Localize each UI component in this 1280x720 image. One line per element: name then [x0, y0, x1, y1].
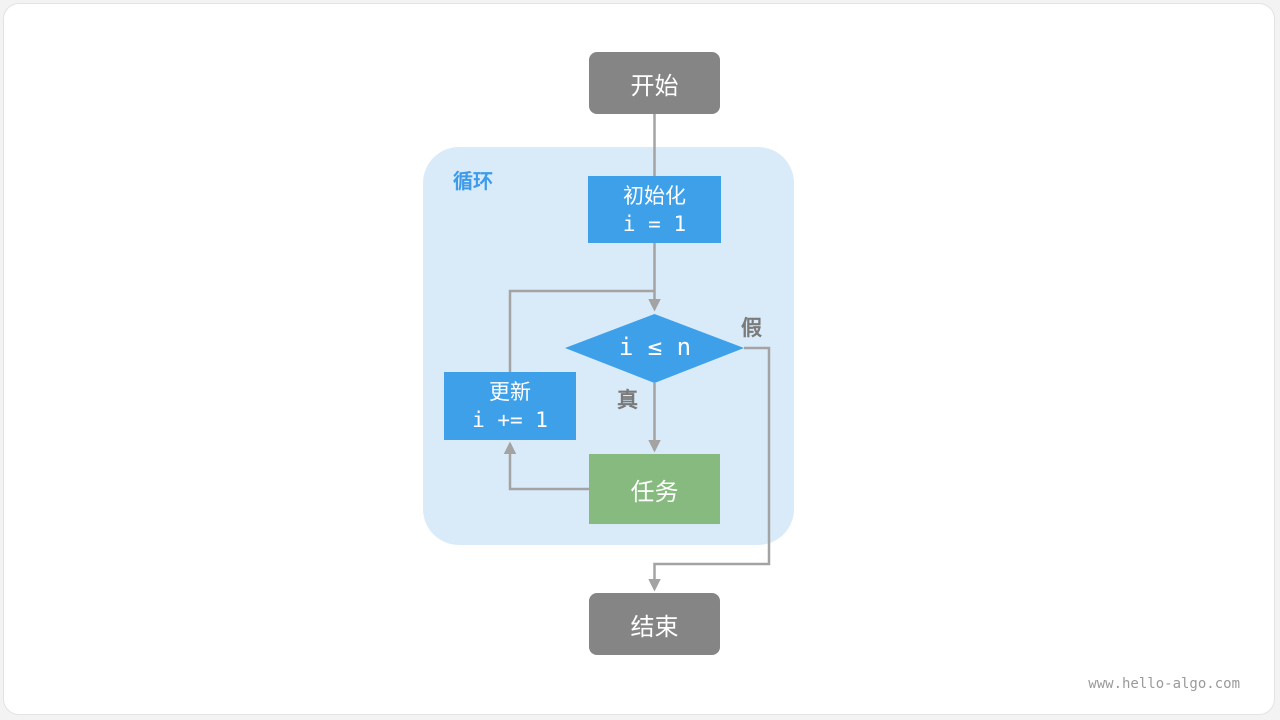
init-title: 初始化 [623, 183, 686, 208]
condition-label: i ≤ n [618, 333, 692, 361]
start-node: 开始 [589, 52, 720, 114]
connector-task-to-update [503, 441, 589, 491]
condition-diamond [565, 314, 744, 383]
task-node: 任务 [589, 454, 720, 524]
connector-condition-to-end [648, 346, 771, 592]
end-node: 结束 [589, 593, 720, 655]
true-branch-label: 真 [617, 388, 638, 412]
connector-update-to-condition [508, 289, 655, 372]
update-node: 更新 i += 1 [444, 372, 576, 440]
false-branch-label: 假 [741, 316, 762, 340]
watermark: www.hello-algo.com [1088, 676, 1240, 692]
update-expression: i += 1 [472, 408, 548, 432]
update-title: 更新 [489, 380, 531, 404]
init-node: 初始化 i = 1 [588, 176, 721, 243]
task-label: 任务 [630, 477, 679, 506]
end-label: 结束 [630, 612, 679, 641]
loop-label: 循环 [453, 169, 493, 193]
start-label: 开始 [630, 71, 679, 100]
init-expression: i = 1 [622, 211, 687, 236]
